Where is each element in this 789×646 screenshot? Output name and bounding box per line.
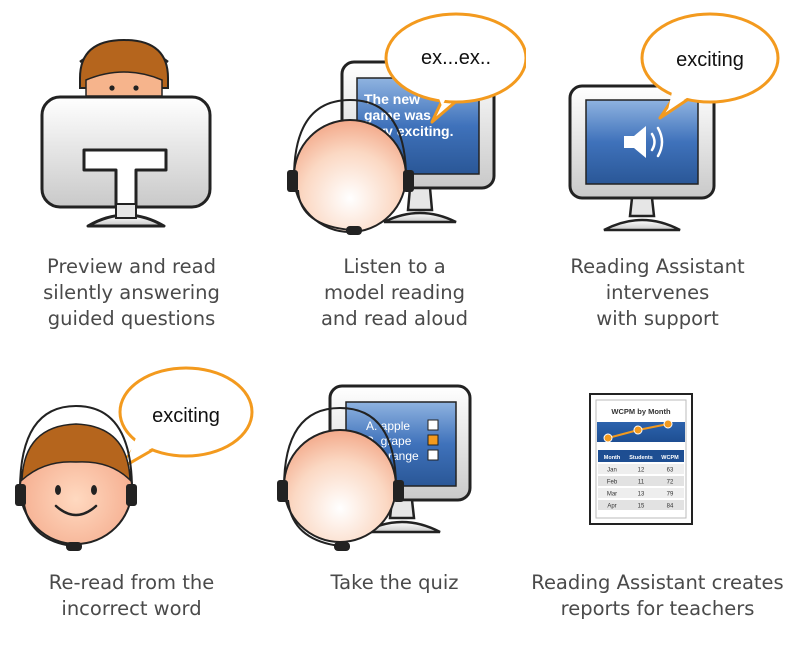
- step-1: Preview and read silently answering guid…: [0, 0, 263, 340]
- caption-line: intervenes: [605, 281, 710, 304]
- quiz-checkbox-a[interactable]: [427, 419, 439, 431]
- report-cell: 84: [667, 504, 674, 510]
- report-cell: 79: [667, 492, 674, 498]
- report-cell: Mar: [607, 492, 617, 498]
- step-5: A. apple B. grape C. orange Take the qui…: [263, 340, 526, 646]
- report-column-header: Month: [604, 455, 621, 461]
- report-point: [663, 419, 673, 429]
- take-quiz-illustration: A. apple B. grape C. orange: [277, 384, 472, 551]
- report-cell: 72: [667, 480, 674, 486]
- step-3: exciting Reading Assistant intervenes wi…: [526, 0, 789, 340]
- step-2-caption: Listen to a model reading and read aloud: [263, 254, 526, 332]
- report-cell: 63: [667, 468, 674, 474]
- student-rereading-illustration: exciting: [15, 366, 254, 551]
- caption-line: Take the quiz: [330, 571, 459, 594]
- caption-line: Preview and read: [47, 255, 216, 278]
- quiz-option-label: A. apple: [366, 419, 410, 433]
- report-cell: Apr: [607, 504, 616, 510]
- report-column-header: WCPM: [661, 455, 679, 461]
- caption-line: Reading Assistant: [570, 255, 745, 278]
- speech-bubble-text: ex...ex..: [421, 47, 491, 69]
- quiz-checkbox-c[interactable]: [427, 449, 439, 461]
- step-4-caption: Re-read from the incorrect word: [0, 570, 263, 622]
- caption-line: incorrect word: [61, 597, 202, 620]
- report-cell: 11: [638, 480, 645, 486]
- report-cell: 15: [638, 504, 645, 510]
- caption-line: and read aloud: [320, 307, 469, 330]
- screen-text-line: game was: [364, 107, 431, 123]
- report-cell: 13: [638, 492, 645, 498]
- caption-line: silently answering: [43, 281, 220, 304]
- listen-model-reading-illustration: The new game was very exciting. ex...ex.…: [287, 12, 526, 235]
- assistant-intervenes-illustration: exciting: [568, 12, 780, 232]
- report-title: WCPM by Month: [611, 407, 671, 416]
- step-1-caption: Preview and read silently answering guid…: [0, 254, 263, 332]
- quiz-checkbox-b[interactable]: [427, 434, 439, 446]
- teacher-report-illustration: WCPM by Month Month Students WCPM Jan 12…: [589, 393, 693, 525]
- student-peeking-over-monitor-illustration: [40, 38, 212, 228]
- step-2: The new game was very exciting. ex...ex.…: [263, 0, 526, 340]
- speech-bubble-text: exciting: [676, 49, 744, 71]
- step-6-caption: Reading Assistant creates reports for te…: [526, 570, 789, 622]
- step-6: WCPM by Month Month Students WCPM Jan 12…: [526, 340, 789, 646]
- caption-line: model reading: [324, 281, 465, 304]
- step-3-caption: Reading Assistant intervenes with suppor…: [526, 254, 789, 332]
- caption-line: with support: [596, 307, 719, 330]
- caption-line: guided questions: [47, 307, 216, 330]
- caption-line: Re-read from the: [48, 571, 215, 594]
- speech-bubble-text: exciting: [152, 405, 220, 427]
- screen-text-line: The new: [364, 91, 420, 107]
- caption-line: Listen to a: [343, 255, 446, 278]
- report-cell: Feb: [607, 480, 618, 486]
- report-cell: 12: [638, 468, 645, 474]
- report-point: [633, 425, 643, 435]
- report-cell: Jan: [607, 468, 617, 474]
- report-point: [603, 433, 613, 443]
- step-5-caption: Take the quiz: [263, 570, 526, 596]
- speaker-icon: [624, 126, 664, 158]
- caption-line: Reading Assistant creates: [531, 571, 784, 594]
- step-4: exciting Re-read from the incorrect word: [0, 340, 263, 646]
- caption-line: reports for teachers: [560, 597, 755, 620]
- report-column-header: Students: [629, 455, 653, 461]
